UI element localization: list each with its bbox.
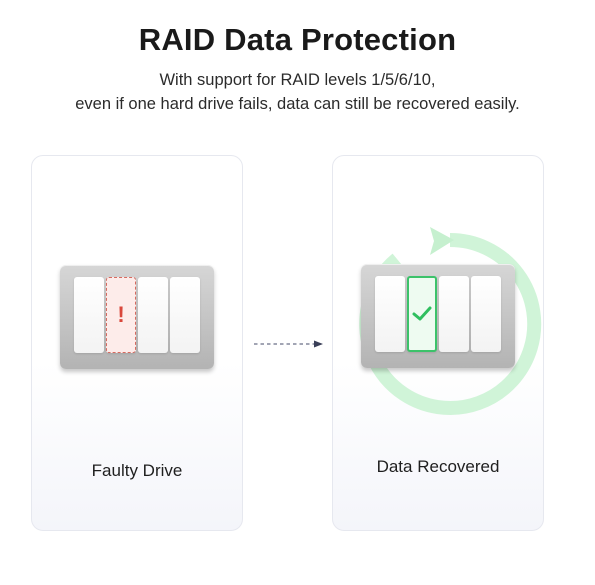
exclamation-icon: ! [117,302,125,327]
drive-bay-4 [170,277,200,353]
dashed-arrow-icon [254,340,323,348]
nas-enclosure-recovered [361,264,515,368]
data-recovered-label: Data Recovered [376,457,500,476]
nas-enclosure-faulty: ! [60,265,214,369]
drive-bay-4 [471,276,501,352]
faulty-drive-label: Faulty Drive [91,461,183,480]
drive-bay-1 [74,277,104,353]
faulty-drive-card: ! Faulty Drive [31,155,243,531]
drive-bay-recovered [407,276,437,352]
drive-bay-1 [375,276,405,352]
drive-bay-faulty: ! [106,277,136,353]
drive-bay-3 [439,276,469,352]
subtitle-line-1: With support for RAID levels 1/5/6/10, [159,71,436,89]
drive-bay-3 [138,277,168,353]
checkmark-icon [412,306,432,321]
subtitle-line-2: even if one hard drive fails, data can s… [75,95,520,113]
data-recovered-content: Data Recovered [332,155,544,531]
page-title: RAID Data Protection [138,22,457,57]
